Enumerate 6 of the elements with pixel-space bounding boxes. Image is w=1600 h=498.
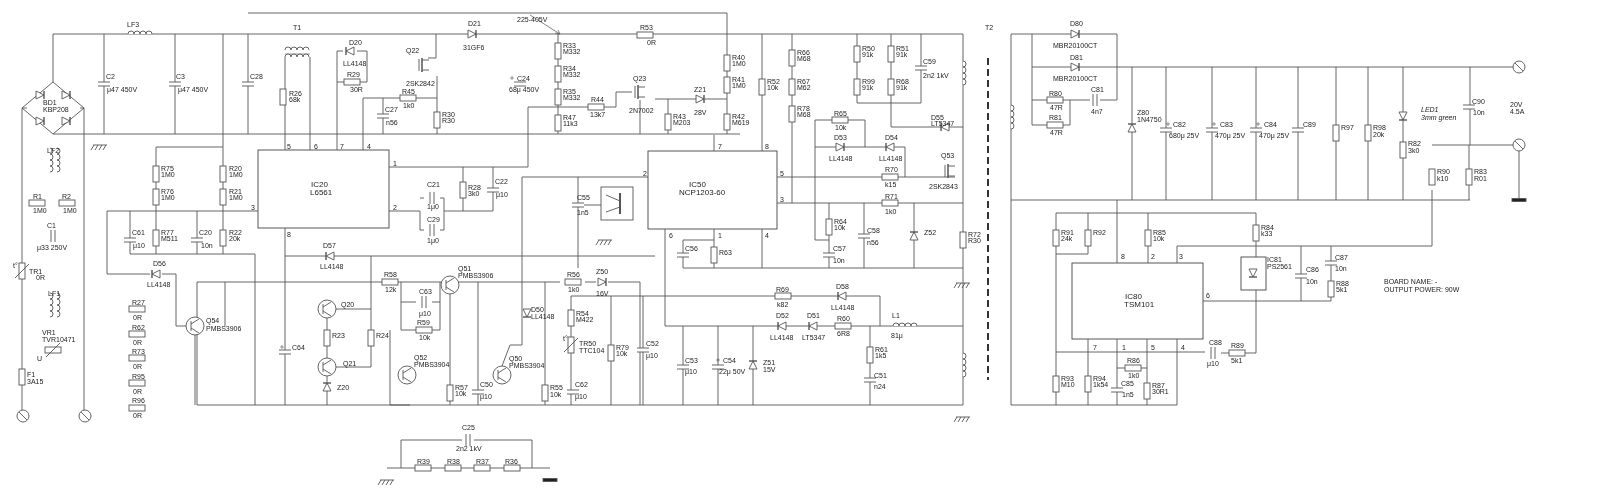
ic-label: IC80: [1125, 292, 1142, 301]
ic-label: IC50: [689, 180, 706, 189]
ic-label: L6561: [310, 188, 333, 197]
ic-label: NCP1203-60: [679, 188, 726, 197]
ic-label: TSM101: [1124, 300, 1155, 309]
ic-label: IC20: [311, 180, 328, 189]
